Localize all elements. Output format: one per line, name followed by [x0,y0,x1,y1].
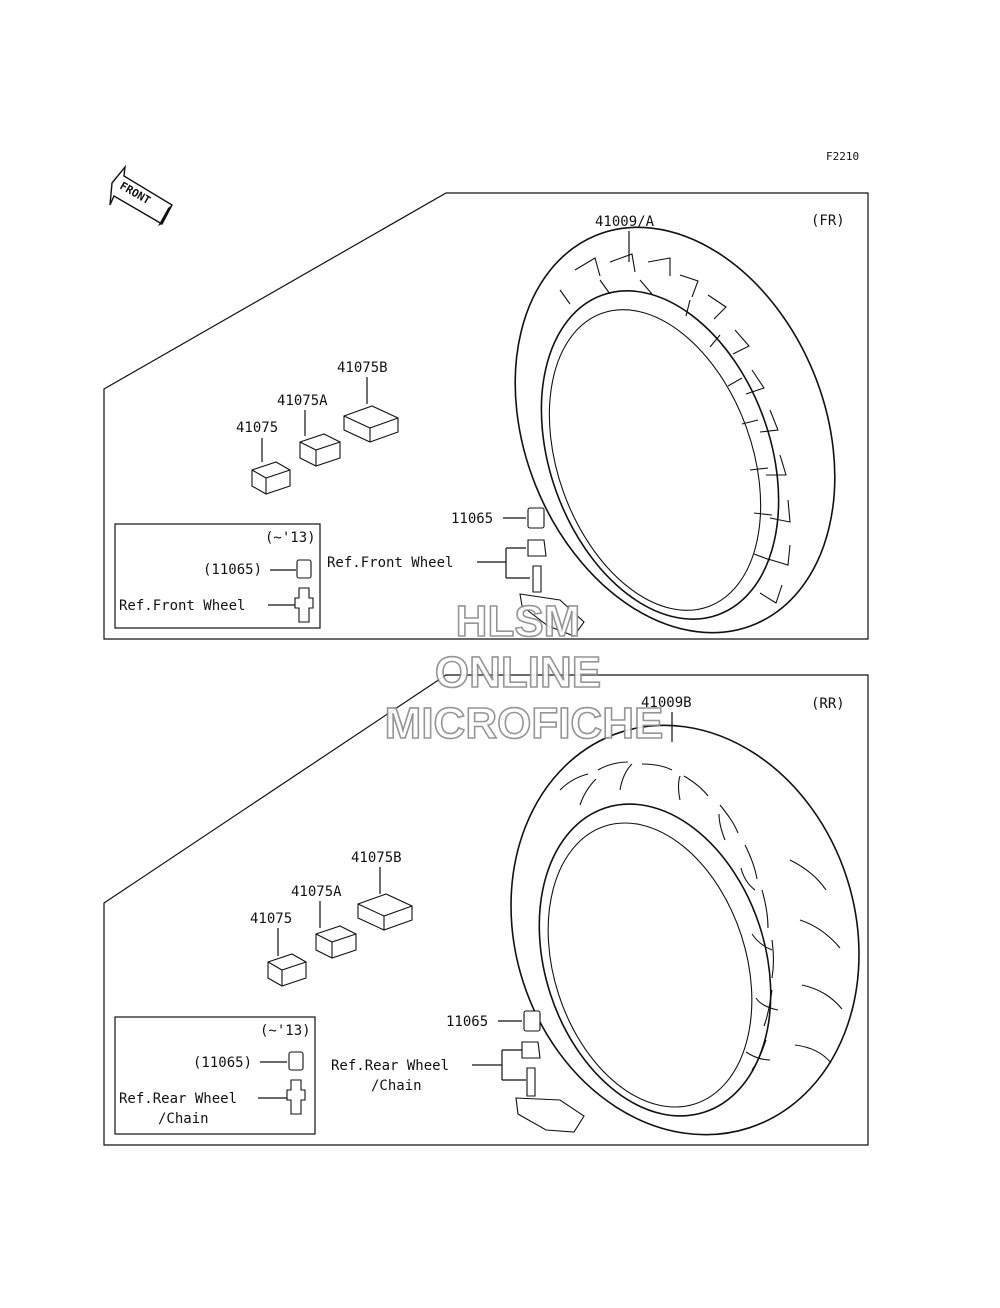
front-weight-41075a-label: 41075A [277,393,328,409]
front-direction-arrow-icon: FRONT [109,164,173,226]
rear-panel: (RR) 41009B 41075 41075A 41075B [103,674,911,1181]
front-valve-cap-icon[interactable] [527,507,545,529]
front-weight-41075-icon[interactable] [251,461,291,495]
front-position-label: (FR) [811,213,845,229]
front-valve-cap-label: 11065 [451,511,493,527]
rear-panel-frame [103,674,869,1146]
watermark-line1: HLSM [456,597,581,646]
rear-tire-41009b[interactable] [459,680,911,1181]
rear-inset-cap-icon[interactable] [288,1051,304,1071]
rear-valve-cap-icon[interactable] [523,1010,541,1032]
rear-weight-41075-label: 41075 [250,911,292,927]
front-weight-41075-label: 41075 [236,420,278,436]
rear-weight-41075-icon[interactable] [267,953,307,987]
watermark-line2: ONLINE [435,648,601,697]
front-valve-stem-icon[interactable] [519,565,585,637]
rear-weight-leaders [277,867,381,956]
rear-inset-box: (~'13) (11065) Ref.Rear Wheel /Chain [114,1016,316,1135]
front-weight-41075b-icon[interactable] [343,405,399,443]
rear-valve-stem-icon[interactable] [515,1067,585,1133]
rear-weight-41075a-icon[interactable] [315,925,357,959]
rear-inset-cap-label: (11065) [193,1055,252,1071]
rear-weight-41075b-icon[interactable] [357,893,413,931]
rear-weight-41075b-label: 41075B [351,850,402,866]
front-weight-41075a-icon[interactable] [299,433,341,467]
front-valve-ref-label: Ref.Front Wheel [327,555,453,571]
front-inset-cap-icon[interactable] [296,559,312,579]
diagram-code: F2210 [826,150,859,163]
watermark: HLSM ONLINE MICROFICHE [384,596,664,749]
front-inset-box: (~'13) (11065) Ref.Front Wheel [114,523,321,629]
front-valve-ref-leader [477,547,530,579]
rear-inset-ref-line1: Ref.Rear Wheel [119,1091,237,1107]
front-inset-year: (~'13) [265,530,316,546]
rear-valve-ref-line1: Ref.Rear Wheel [331,1058,449,1074]
front-weight-41075b-label: 41075B [337,360,388,376]
front-tire-part-number: 41009/A [595,214,655,230]
rear-inset-valve-icon[interactable] [286,1079,306,1115]
rear-valve-ref-leader [472,1049,526,1081]
front-inset-ref: Ref.Front Wheel [119,598,245,614]
rear-valve-cap-label: 11065 [446,1014,488,1030]
rear-inset-year: (~'13) [260,1023,311,1039]
watermark-line3: MICROFICHE [385,699,664,748]
rear-weight-41075a-label: 41075A [291,884,342,900]
rear-valve-nut-icon[interactable] [521,1041,541,1059]
rear-tire-part-number: 41009B [641,695,692,711]
front-panel-frame [103,192,869,640]
front-weight-leaders [261,377,368,462]
front-valve-nut-icon[interactable] [527,539,547,557]
front-tire-41009a[interactable] [457,179,892,681]
front-inset-valve-icon[interactable] [294,587,314,623]
rear-valve-ref-line2: /Chain [371,1078,422,1094]
front-inset-cap-label: (11065) [203,562,262,578]
rear-position-label: (RR) [811,696,845,712]
front-panel: (FR) 41009/A 41075 41075A 41075B 11065 [103,179,892,681]
rear-inset-ref-line2: /Chain [158,1111,209,1127]
